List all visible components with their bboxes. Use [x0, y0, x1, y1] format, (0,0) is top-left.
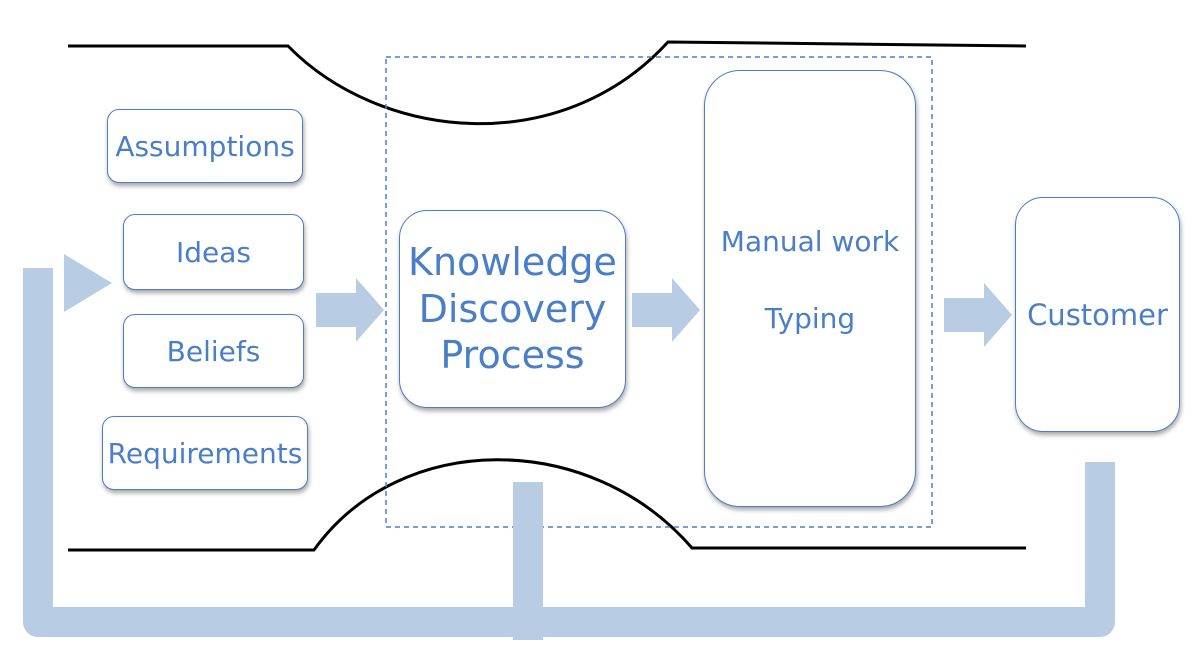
flow-arrow-manual-to-customer [944, 283, 1012, 347]
input-beliefs-label: Beliefs [166, 334, 261, 368]
flow-arrow-inputs-to-process [316, 278, 384, 342]
feedback-loop-path [23, 268, 1115, 637]
feedback-connector [513, 482, 543, 640]
feedback-loop-arrowhead [64, 254, 112, 312]
typing-label: Typing [764, 302, 856, 335]
input-assumptions-box: Assumptions [107, 109, 303, 183]
funnel-top-outline [68, 40, 1027, 125]
input-beliefs-box: Beliefs [123, 314, 304, 388]
customer-label: Customer [1027, 297, 1168, 332]
flow-arrow-process-to-manual [632, 278, 700, 342]
process-line-1: Knowledge [408, 240, 617, 285]
input-requirements-box: Requirements [102, 416, 308, 490]
manual-work-box: Manual work Typing [704, 70, 916, 507]
process-line-2: Discovery [418, 286, 607, 331]
input-ideas-label: Ideas [175, 235, 251, 269]
process-line-3: Process [440, 333, 585, 378]
knowledge-discovery-process-box: Knowledge Discovery Process [399, 210, 626, 408]
input-ideas-box: Ideas [123, 214, 304, 290]
funnel-bottom-outline [68, 458, 1026, 552]
manual-work-label: Manual work [720, 225, 900, 258]
input-assumptions-label: Assumptions [115, 129, 295, 163]
input-requirements-label: Requirements [107, 436, 303, 470]
customer-box: Customer [1015, 197, 1180, 432]
process-boundary-dashed [385, 56, 933, 528]
